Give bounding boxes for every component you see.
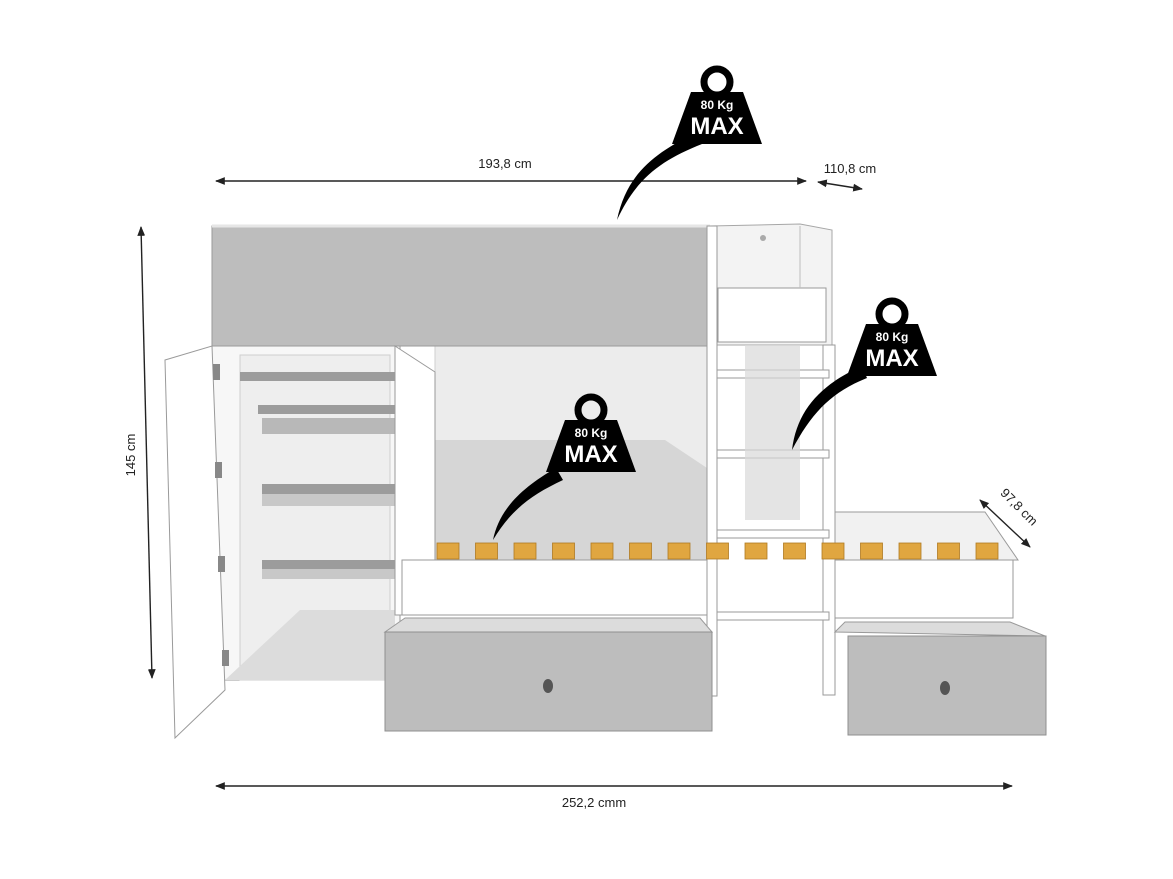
weight-badge-right: 80 Kg MAX: [792, 297, 937, 450]
wardrobe-shelf: [240, 372, 395, 381]
lower-bed-front-rail: [401, 559, 708, 616]
upper-shelf: [717, 287, 827, 343]
bed-slat: [475, 542, 498, 560]
wardrobe-shelf: [262, 484, 395, 494]
label-depth: 110,8 cm: [824, 161, 877, 176]
badge-capacity: 80 Kg: [575, 426, 608, 440]
wardrobe-shelf: [262, 418, 395, 434]
door-hinge: [222, 650, 229, 666]
bed-slat: [860, 542, 883, 560]
wardrobe-shelf: [258, 405, 395, 414]
dim-line-depth: [817, 179, 863, 192]
bed-slat: [629, 542, 652, 560]
kettlebell-icon: [546, 420, 636, 472]
wardrobe-shelf: [262, 560, 395, 569]
bed-slat: [898, 542, 922, 560]
badge-max: MAX: [564, 441, 617, 468]
door-hinge: [215, 462, 222, 478]
bunk-bed-illustration: [164, 223, 1047, 740]
weight-badge-lower: 80 Kg MAX: [493, 393, 636, 540]
door-hinge: [218, 556, 225, 572]
badge-capacity: 80 Kg: [876, 330, 909, 344]
wardrobe-shelf: [262, 494, 395, 506]
ladder: [706, 225, 836, 697]
bed-slats: [436, 542, 999, 560]
top-bunk-guard-panel: [211, 225, 711, 347]
wardrobe: [164, 345, 436, 740]
drawer-left-handle: [543, 679, 553, 693]
drawer-right: [833, 621, 1047, 736]
badge-pointer: [617, 132, 702, 220]
bed-slat: [590, 542, 614, 560]
label-top-width: 193,8 cm: [478, 156, 531, 171]
bed-slat: [706, 542, 729, 560]
dimension-lines: [137, 177, 1031, 790]
badge-max: MAX: [865, 345, 918, 372]
ladder-rung: [716, 611, 830, 621]
badge-max: MAX: [690, 113, 743, 140]
badge-pointer: [493, 468, 563, 540]
drawer-right-handle: [940, 681, 950, 695]
bed-slat: [744, 542, 768, 560]
lower-back-shadow: [435, 440, 710, 560]
bed-slat: [821, 542, 845, 560]
drawer-left: [383, 617, 714, 732]
bed-slat: [436, 542, 460, 560]
wardrobe-door: [164, 345, 226, 740]
trundle-bed: [834, 511, 1019, 619]
dim-line-height: [137, 226, 156, 679]
kettlebell-icon: [672, 92, 762, 144]
door-hinge: [213, 364, 220, 380]
ladder-rung: [716, 529, 830, 539]
trundle-front-rail: [834, 559, 1014, 619]
bed-slat: [937, 542, 960, 560]
label-height: 145 cm: [123, 434, 138, 477]
bed-slat: [783, 542, 806, 560]
bed-slat: [667, 542, 691, 560]
bed-slat: [975, 542, 999, 560]
label-total-width: 252,2 cmm: [562, 795, 626, 810]
badge-capacity: 80 Kg: [701, 98, 734, 112]
bed-slat: [513, 542, 537, 560]
bed-slat: [552, 542, 575, 560]
kettlebell-icon: [847, 324, 937, 376]
dim-line-trundle-depth: [979, 499, 1031, 548]
weight-badge-top: 80 Kg MAX: [617, 65, 762, 220]
